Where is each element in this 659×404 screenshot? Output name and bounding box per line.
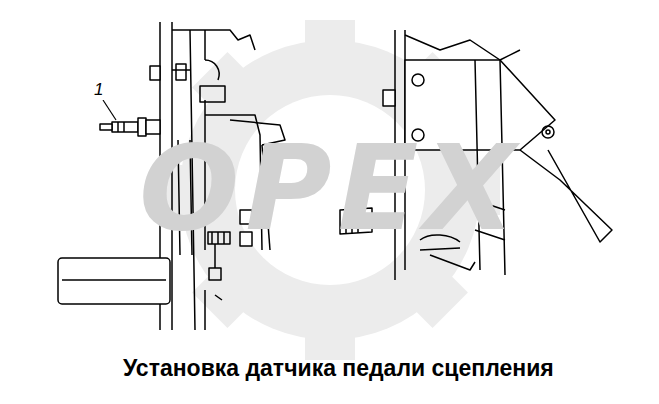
caption: Установка датчика педали сцепления bbox=[123, 355, 554, 382]
watermark: ОРЕХ bbox=[139, 119, 521, 257]
callout-number: 1 bbox=[92, 80, 105, 100]
leader-line bbox=[103, 100, 116, 120]
